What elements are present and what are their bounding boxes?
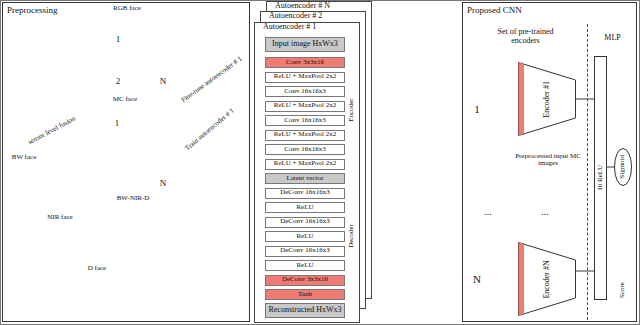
encoder-trapezoid: Encoder #N: [518, 242, 576, 316]
layer-box: ReLU + MaxPool 2x2: [265, 101, 345, 112]
node-text: ReLU + MaxPool 2x2: [274, 131, 336, 139]
encoder-region: Set of pre-trained encodersEncoder #1 Enc…: [464, 24, 588, 320]
layer-box: DeConv 3x3x16: [265, 275, 345, 286]
node-text: Latent vector: [286, 175, 323, 183]
node-text: DeConv 16x16x3: [280, 218, 330, 226]
callout-number: 2: [115, 77, 122, 86]
input-box: Input image HxWx3: [265, 37, 345, 52]
section-label: Decoder: [348, 224, 355, 248]
image-label: D face: [87, 265, 107, 272]
layer-box: Conv 16x16x3: [265, 115, 345, 126]
image-label: BW face: [11, 154, 38, 161]
node-text: Sigmoid: [619, 155, 627, 179]
layer-box: DeConv 16x16x3: [265, 217, 345, 228]
layer-box: DeConv 16x16x3: [265, 246, 345, 257]
layer-box: Tanh: [265, 289, 345, 300]
node-text: Conv 16x16x3: [284, 146, 325, 154]
layer-box: Conv 16x16x3: [265, 86, 345, 97]
node-text: Encoder #N: [543, 260, 552, 298]
section-label: Encoder: [348, 98, 355, 121]
node-text: DeConv 3x3x16: [282, 276, 328, 284]
node-text: Proposed CNN: [467, 6, 522, 16]
node-text: Conv 3x3x16: [286, 59, 324, 67]
dense-layer-box: 10 ReLU: [594, 56, 607, 300]
callout-number: 1: [115, 35, 122, 44]
layer-box: Conv 3x3x16: [265, 57, 345, 68]
node-text: Tanh: [298, 291, 312, 299]
layer-box: ReLU + MaxPool 2x2: [265, 72, 345, 83]
layer-box: ReLU + MaxPool 2x2: [265, 130, 345, 141]
note: Preprocessed input MC images: [515, 153, 581, 168]
mlp-region: MLP 10 ReLU Sigmoid: [590, 24, 635, 320]
connector: [607, 167, 614, 168]
sigmoid-ellipse: Sigmoid: [614, 148, 632, 186]
layer-box: DeConv 16x16x3: [265, 188, 345, 199]
connector: [576, 99, 594, 100]
layer-box: ReLU: [265, 260, 345, 271]
node-text: Reconstructed HxWx3: [268, 306, 341, 315]
node-text: DeConv 16x16x3: [280, 247, 330, 255]
callout-number: N: [159, 179, 168, 188]
autoencoder-box: Autoencoder # 1 Input image HxWx3Conv 3x3…: [254, 22, 360, 323]
callout-number: 1: [114, 119, 121, 128]
preprocessing-panel: Preprocessing: [2, 2, 250, 322]
node-text: DeConv 16x16x3: [280, 189, 330, 197]
layer-box: Conv 16x16x3: [265, 144, 345, 155]
callout-number: N: [159, 77, 168, 86]
output-label: Score: [619, 282, 626, 298]
latent-box: Latent vector: [265, 173, 345, 184]
image-label: NIR face: [46, 214, 73, 221]
node-text: Set of pre-trained encoders: [486, 28, 566, 46]
node-text: 10 ReLU: [597, 165, 605, 191]
node-text: ReLU + MaxPool 2x2: [274, 73, 336, 81]
node-text: Encoder #1: [543, 81, 552, 118]
node-text: ReLU: [296, 262, 313, 270]
node-text: Conv 16x16x3: [284, 117, 325, 125]
encoder-trapezoid: Encoder #1: [518, 62, 576, 136]
node-text: Autoencoder # N: [275, 2, 330, 11]
ellipsis: ...: [484, 207, 492, 218]
layer-box: ReLU: [265, 231, 345, 242]
node-text: Input image HxWx3: [272, 40, 338, 49]
node-text: Autoencoder # 2: [269, 12, 322, 21]
node-text: ReLU: [296, 204, 313, 212]
callout-number: 1: [473, 104, 481, 116]
node-text: ReLU + MaxPool 2x2: [274, 160, 336, 168]
connector: [576, 271, 594, 272]
image-label: MC face: [112, 96, 138, 103]
node-text: Conv 16x16x3: [284, 88, 325, 96]
ellipsis: ...: [541, 207, 549, 218]
callout-number: N: [472, 274, 482, 286]
node-text: ReLU: [296, 233, 313, 241]
output-box: Reconstructed HxWx3: [265, 303, 345, 318]
node-text: Autoencoder # 1: [263, 23, 316, 32]
node-text: ReLU + MaxPool 2x2: [274, 102, 336, 110]
node-text: MLP: [604, 34, 620, 43]
layer-box: ReLU: [265, 202, 345, 213]
node-text: Preprocessing: [7, 6, 58, 16]
image-label: RGB face: [112, 5, 142, 12]
image-label: BW-NIR-D: [117, 195, 150, 202]
layer-box: ReLU + MaxPool 2x2: [265, 159, 345, 170]
